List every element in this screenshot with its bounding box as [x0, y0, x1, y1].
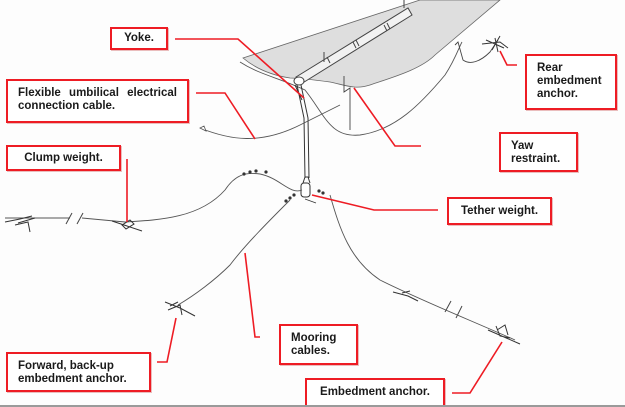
forward-anchor-icon: [164, 301, 196, 317]
umbilical-end-icon: [199, 125, 207, 132]
callout-leaders: [126, 38, 517, 394]
chain-beads: [242, 169, 325, 203]
mooring-cable-rear: [329, 194, 516, 341]
label-clump-weight: Clump weight.: [6, 145, 121, 171]
label-mooring-cables: Mooring cables.: [279, 324, 358, 365]
left-anchor: [4, 215, 36, 233]
label-tether-weight: Tether weight.: [447, 197, 552, 225]
bottom-divider: [0, 405, 625, 407]
clump-chain: [5, 173, 303, 223]
embedment-anchor-icon: [392, 290, 521, 345]
label-forward-backup-anchor: Forward, back-up embedment anchor.: [6, 352, 151, 392]
tether-weight: [300, 176, 317, 204]
umbilical-cable: [199, 104, 341, 139]
floating-platform: [239, 0, 501, 136]
label-embedment-anchor: Embedment anchor.: [305, 378, 445, 407]
mooring-cable-forward: [177, 199, 291, 306]
label-yoke: Yoke.: [110, 27, 168, 50]
label-umbilical-cable: Flexible umbilical electrical connection…: [6, 79, 189, 123]
label-yaw-restraint: Yaw restraint.: [499, 132, 578, 172]
rear-anchor-icon: [481, 35, 509, 53]
label-rear-embedment-anchor: Rear embedment anchor.: [525, 54, 617, 110]
